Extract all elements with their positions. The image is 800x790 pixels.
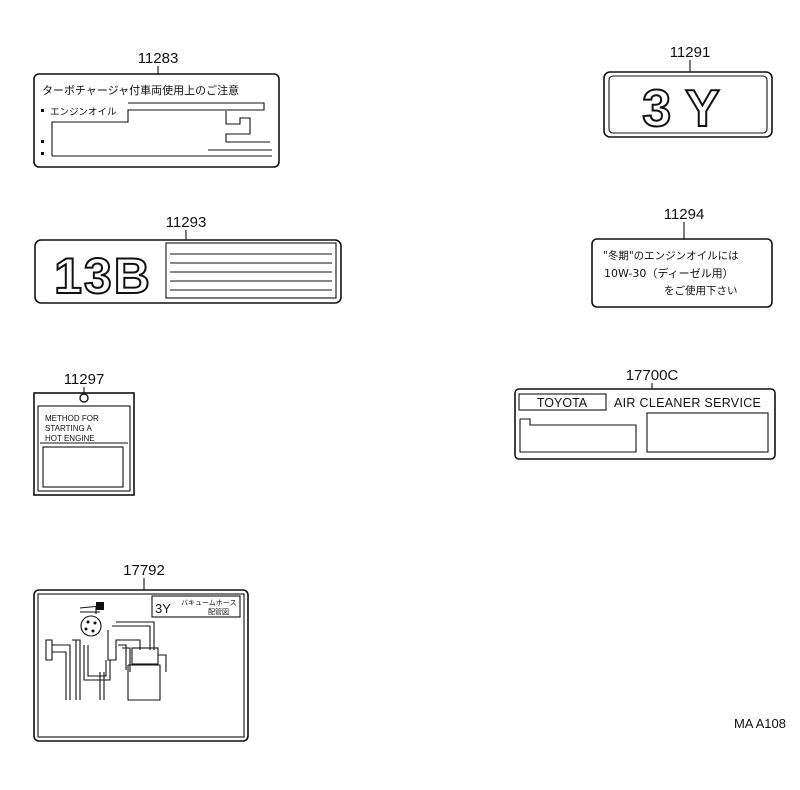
label-11291: 11291 3Y [603, 44, 773, 139]
label-17700c: 17700C TOYOTA AIR CLEANER SERVICE [514, 367, 776, 460]
brand-box [518, 393, 607, 411]
label-outline [33, 392, 135, 496]
bullet-icon [41, 140, 44, 143]
brand-text: TOYOTA [537, 396, 588, 410]
label-outline [591, 238, 773, 308]
label-outline [514, 388, 776, 460]
part-number-11297: 11297 [64, 371, 105, 388]
part-number-11283: 11283 [138, 50, 179, 67]
inner-border [608, 75, 768, 134]
part-number-11294: 11294 [664, 206, 705, 223]
title-box [151, 595, 241, 618]
label-11283: 11283 ターボチャージャ付車両使用上のご注意 エンジンオイル [33, 50, 280, 168]
engine-block [131, 647, 159, 665]
oil-grade-text: 10W-30（ディーゼル用） [604, 266, 734, 280]
engine-oil-text: エンジンオイル [50, 107, 117, 118]
service-title: AIR CLEANER SERVICE [614, 396, 761, 410]
part-number-17700c: 17700C [626, 367, 679, 384]
diagram-code: MA A108 [734, 716, 786, 731]
record-box-right [646, 412, 769, 453]
engine-body [127, 664, 161, 701]
part-number-11293: 11293 [166, 214, 207, 231]
label-11294: 11294 "冬期"のエンジンオイルには 10W-30（ディーゼル用） をご使用… [591, 206, 773, 308]
redacted-text-block [225, 111, 270, 143]
part-number-11291: 11291 [670, 44, 711, 61]
text-panel [165, 242, 337, 299]
inner-border [37, 593, 245, 738]
label-17792: 17792 3Y バキュームホース 配管図 [33, 562, 249, 742]
bullet-icon [41, 152, 44, 155]
vacuum-hose-schematic [45, 602, 167, 701]
vacuum-hose-caption: バキュームホース [181, 599, 236, 607]
label-outline [33, 589, 249, 742]
starting-text: STARTING A [45, 424, 92, 433]
method-text: METHOD FOR [45, 414, 99, 423]
redacted-text-block [51, 102, 265, 156]
record-box-left [519, 418, 637, 453]
winter-oil-text: "冬期"のエンジンオイルには [603, 249, 739, 262]
label-11293: 11293 13B [34, 214, 342, 305]
bullet-icon [41, 109, 44, 112]
blank-panel [42, 446, 124, 488]
label-outline [34, 239, 342, 304]
usage-text: をご使用下さい [664, 284, 738, 297]
inner-border [37, 405, 131, 492]
sensor-icon [45, 639, 53, 661]
label-11297: 11297 METHOD FOR STARTING A HOT ENGINE [33, 371, 135, 496]
caution-heading: ターボチャージャ付車両使用上のご注意 [42, 83, 239, 97]
part-number-17792: 17792 [123, 562, 165, 579]
hot-engine-text: HOT ENGINE [45, 434, 95, 443]
model-text: 3Y [155, 601, 171, 616]
hanger-hole-icon [79, 393, 89, 403]
label-outline [33, 73, 280, 168]
distributor-icon [80, 615, 102, 637]
engine-model-outline-text: 3Y [642, 80, 734, 138]
label-outline [603, 71, 773, 138]
engine-model-outline-text: 13B [54, 248, 152, 304]
piping-diagram-caption: 配管図 [208, 607, 229, 616]
